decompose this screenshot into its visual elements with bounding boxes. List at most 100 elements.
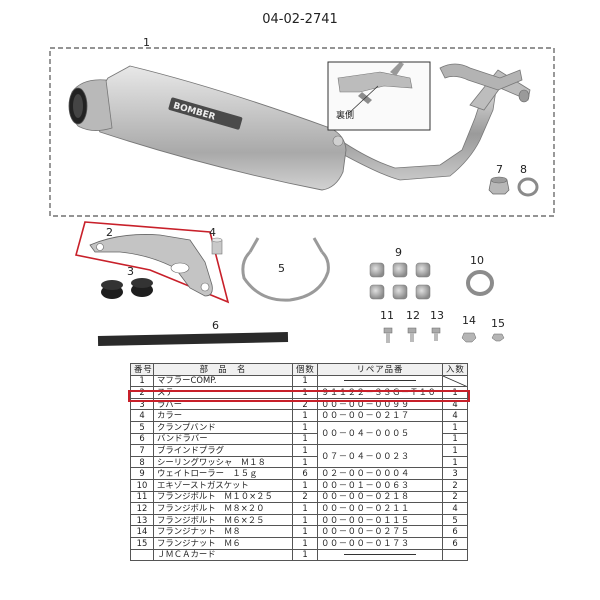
row-repair: ００－０４－０００５: [317, 420, 443, 446]
band-rubber: [97, 332, 289, 346]
row-inbox: 6: [442, 536, 468, 550]
row-name: エキゾーストガスケット: [153, 478, 293, 492]
row-inbox: 1: [442, 455, 468, 469]
row-repair-dash: [317, 548, 443, 562]
table-row: 13 フランジボルト Ｍ６×２５ 1 ００－００－０１１５ 5: [130, 513, 468, 527]
row-no: 5: [130, 420, 154, 434]
row-no: 8: [130, 455, 154, 469]
callout-11: 11: [380, 309, 394, 322]
rubber-grommets: [101, 278, 153, 299]
callout-8: 8: [520, 163, 527, 176]
row-qty: 1: [292, 548, 318, 562]
callout-12: 12: [406, 309, 420, 322]
row-qty: 6: [292, 467, 318, 480]
row-no: 13: [130, 513, 154, 527]
rear-side-label: 裏側: [336, 111, 355, 121]
row-qty: 1: [292, 409, 318, 422]
callout-13: 13: [430, 309, 444, 322]
row-name: シーリングワッシャ Ｍ１８: [153, 455, 293, 469]
row-repair: ００－００－０１１５: [317, 513, 443, 527]
stay-row-highlight: [128, 390, 470, 402]
callout-1: 1: [143, 36, 150, 49]
row-qty: 1: [292, 432, 318, 446]
table-header-row: 番号 部 品 名 個数 リペア品番 入数: [130, 363, 468, 376]
row-inbox-na: [442, 374, 468, 388]
row-repair: ００－００－０２１８: [317, 490, 443, 504]
row-name: ブラインドプラグ: [153, 444, 293, 457]
table-row: 14 フランジナット Ｍ８ 1 ００－００－０２７５ 6: [130, 525, 468, 538]
exhaust-gasket: [466, 270, 494, 296]
header-qty: 個数: [292, 363, 318, 376]
row-name: フランジボルト Ｍ６×２５: [153, 513, 293, 527]
callout-7: 7: [496, 163, 503, 176]
row-qty: 1: [292, 513, 318, 527]
callout-15: 15: [491, 317, 505, 330]
blind-plug: [488, 176, 510, 195]
row-inbox: 2: [442, 490, 468, 504]
table-row: 12 フランジボルト Ｍ８×２０ 1 ００－００－０２１１ 4: [130, 502, 468, 515]
row-repair: ０２－００－０００４: [317, 467, 443, 480]
row-inbox: 6: [442, 525, 468, 538]
header-name: 部 品 名: [153, 363, 293, 376]
sealing-washer: [517, 177, 539, 197]
row-repair: ００－００－０２１１: [317, 502, 443, 515]
row-name: フランジボルト Ｍ１０×２５: [153, 490, 293, 504]
row-no: 4: [130, 409, 154, 422]
callout-10: 10: [470, 254, 484, 267]
row-name: ＪＭＣＡカード: [153, 548, 293, 562]
row-qty: 1: [292, 374, 318, 388]
row-no: [130, 548, 154, 562]
row-qty: 1: [292, 525, 318, 538]
row-inbox: 1: [442, 420, 468, 434]
weight-rollers: [369, 262, 431, 300]
row-qty: 1: [292, 536, 318, 550]
row-no: 1: [130, 374, 154, 388]
row-inbox: 4: [442, 409, 468, 422]
rear-view-inset: [327, 61, 431, 131]
row-name: フランジナット Ｍ６: [153, 536, 293, 550]
callout-4: 4: [209, 226, 216, 239]
table-row: 4 カラー 1 ００－００－０２１７ 4: [130, 409, 468, 422]
table-row: 1 マフラーCOMP. 1: [130, 374, 468, 388]
callout-6: 6: [212, 319, 219, 332]
row-name: カラー: [153, 409, 293, 422]
row-repair: ００－０１－００６３: [317, 478, 443, 492]
row-no: 10: [130, 478, 154, 492]
collar: [211, 237, 223, 255]
row-inbox: 5: [442, 513, 468, 527]
table-row: 5 クランプバンド 1 ００－０４－０００５ 1: [130, 420, 468, 446]
row-qty: 1: [292, 420, 318, 434]
row-name: バンドラバー: [153, 432, 293, 446]
callout-5: 5: [278, 262, 285, 275]
document-code: 04-02-2741: [262, 12, 338, 27]
row-name: クランプバンド: [153, 420, 293, 434]
table-row: 11 フランジボルト Ｍ１０×２５ 2 ００－００－０２１８ 2: [130, 490, 468, 504]
callout-3: 3: [127, 265, 134, 278]
row-inbox: 3: [442, 467, 468, 480]
header-no: 番号: [130, 363, 154, 376]
row-repair: ００－００－０２７５: [317, 525, 443, 538]
callout-14: 14: [462, 314, 476, 327]
header-repair: リペア品番: [317, 363, 443, 376]
row-no: 6: [130, 432, 154, 446]
parts-list-table: 番号 部 品 名 個数 リペア品番 入数 1 マフラーCOMP. 1 2 ステー…: [130, 363, 468, 562]
row-inbox: [442, 548, 468, 562]
flange-bolts: [383, 327, 441, 343]
clamp-band: [241, 237, 330, 302]
row-no: 14: [130, 525, 154, 538]
row-repair: ００－００－０２１７: [317, 409, 443, 422]
callout-2: 2: [106, 226, 113, 239]
flange-nuts: [461, 332, 505, 343]
row-qty: 2: [292, 490, 318, 504]
callout-9: 9: [395, 246, 402, 259]
table-row: 8 シーリングワッシャ Ｍ１８ 1 1: [130, 455, 468, 469]
row-qty: 1: [292, 444, 318, 457]
table-row: 7 ブラインドプラグ 1 ０７－０４－００２３ 1: [130, 444, 468, 469]
row-no: 9: [130, 467, 154, 480]
row-no: 7: [130, 444, 154, 457]
row-repair: ００－００－０１７３: [317, 536, 443, 550]
row-qty: 1: [292, 455, 318, 469]
parts-diagram: BOMBER: [49, 47, 555, 346]
table-row: 10 エキゾーストガスケット 1 ００－０１－００６３ 2: [130, 478, 468, 492]
muffler-assembly: BOMBER: [68, 63, 531, 191]
